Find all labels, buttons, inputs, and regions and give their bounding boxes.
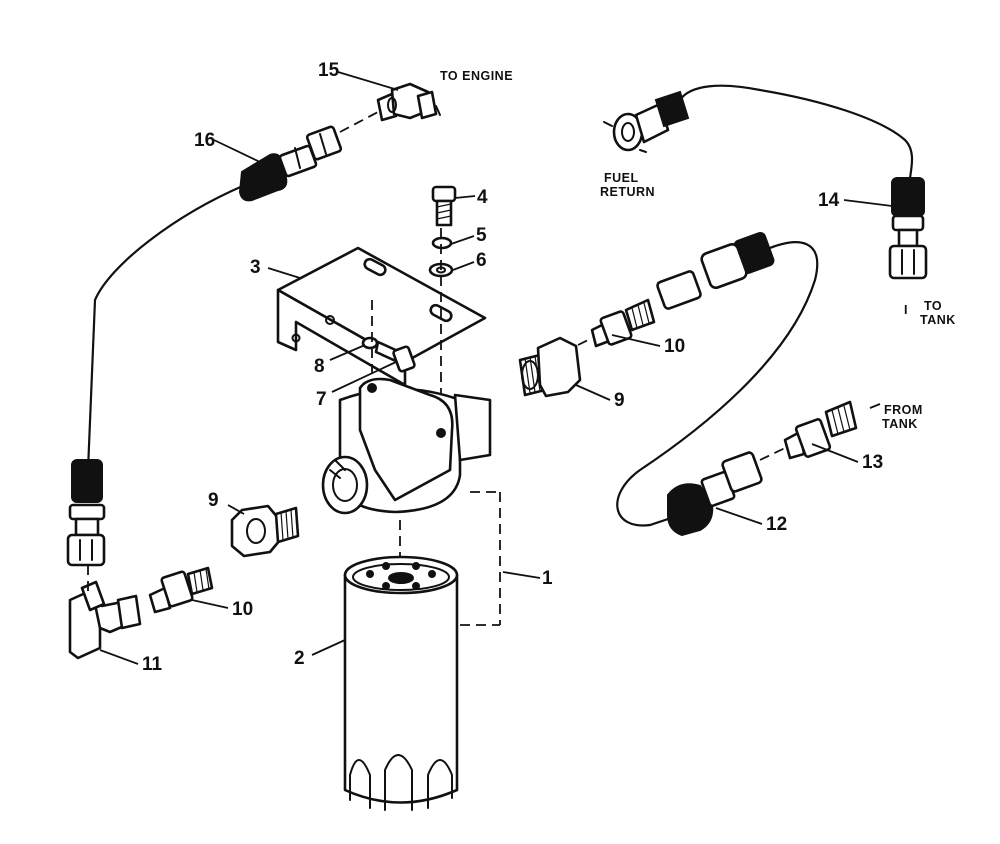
label-to-tank-line2: TANK bbox=[920, 313, 956, 327]
label-from-tank-line2: TANK bbox=[882, 417, 918, 431]
label-from-tank-line1: FROM bbox=[884, 403, 923, 417]
label-to-engine: TO ENGINE bbox=[440, 69, 513, 83]
hose-fitting-upper-right bbox=[656, 231, 775, 310]
hose-fitting-part-14 bbox=[888, 177, 928, 280]
label-fuel-return-line1: FUEL bbox=[604, 171, 639, 185]
part-number-2: 2 bbox=[294, 648, 305, 669]
part-number-4: 4 bbox=[477, 187, 488, 208]
part-number-10-left: 10 bbox=[232, 599, 253, 620]
fitting-part-10-left bbox=[148, 566, 214, 614]
fuel-return-fitting bbox=[603, 90, 690, 153]
hose-upper-right bbox=[678, 84, 914, 180]
part-number-5: 5 bbox=[476, 225, 487, 246]
part-number-7: 7 bbox=[316, 389, 327, 410]
elbow-fitting-part-11 bbox=[68, 580, 142, 660]
part-number-12: 12 bbox=[766, 514, 787, 535]
filter-head bbox=[321, 377, 501, 626]
part-number-13: 13 bbox=[862, 452, 883, 473]
hose-fitting-part-12 bbox=[667, 451, 763, 537]
part-number-16: 16 bbox=[194, 130, 215, 151]
part-number-10-right: 10 bbox=[664, 336, 685, 357]
washer-part-8 bbox=[361, 336, 379, 350]
adapter-part-9-right bbox=[518, 336, 582, 398]
part-number-15: 15 bbox=[318, 60, 340, 81]
label-to-tank-line1: TO bbox=[924, 299, 942, 313]
part-number-9-right: 9 bbox=[614, 390, 625, 411]
label-fuel-return-line2: RETURN bbox=[600, 185, 655, 199]
mounting-bracket bbox=[276, 246, 487, 387]
label-to-tank-mark: I bbox=[904, 303, 908, 317]
part-number-6: 6 bbox=[476, 250, 487, 271]
fitting-part-13 bbox=[783, 400, 858, 460]
hose-fitting-lower-left bbox=[66, 459, 106, 567]
fitting-part-10-right bbox=[590, 298, 656, 348]
screw-part-7 bbox=[374, 340, 416, 373]
part-number-1: 1 bbox=[542, 568, 553, 589]
part-number-3: 3 bbox=[250, 257, 261, 278]
adapter-part-9-left bbox=[230, 504, 300, 558]
part-number-9-left: 9 bbox=[208, 490, 219, 511]
washer-part-5 bbox=[431, 236, 453, 250]
elbow-fitting-part-15 bbox=[376, 82, 441, 122]
bolt-part-4 bbox=[431, 185, 457, 227]
part-number-11: 11 bbox=[142, 654, 163, 675]
part-number-8: 8 bbox=[314, 356, 325, 377]
hose-fitting-part-16 bbox=[238, 125, 343, 202]
part-number-14: 14 bbox=[818, 190, 840, 211]
hose-loop bbox=[616, 241, 819, 527]
hose-left bbox=[86, 183, 247, 472]
filter-cartridge bbox=[343, 555, 459, 811]
